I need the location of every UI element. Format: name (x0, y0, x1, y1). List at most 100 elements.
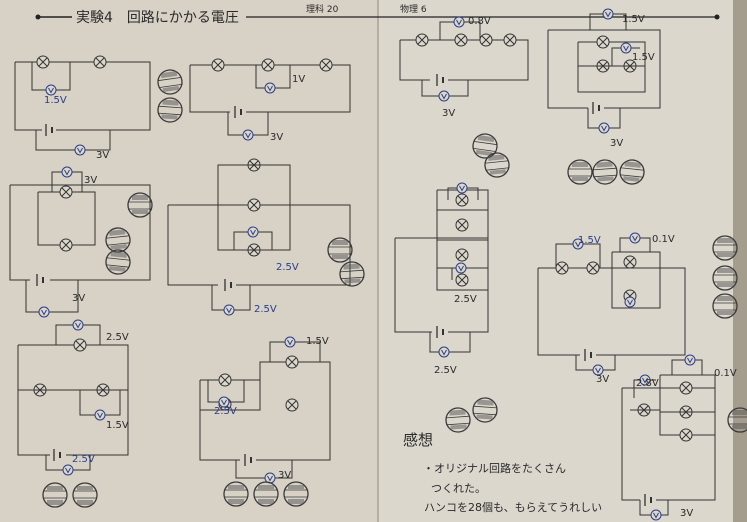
bulb-filament (220, 375, 230, 385)
class-info: 理科 20 (306, 3, 339, 15)
bulb-filament (588, 263, 598, 273)
stamp-mark (477, 399, 494, 406)
wire (189, 65, 230, 113)
voltmeter-icon (624, 296, 636, 308)
inspection-stamp (127, 192, 153, 218)
stamp-ring (72, 482, 98, 508)
stamp-ring (42, 482, 68, 508)
circuit-drawings (9, 8, 716, 521)
voltmeter-icon (572, 238, 584, 250)
voltmeter-v (97, 412, 103, 419)
voltmeter-icon (650, 509, 662, 521)
voltage-label: 3V (96, 150, 109, 161)
stamp-mark (717, 311, 733, 315)
stamp-ring (223, 481, 249, 507)
voltage-label: 1.5V (106, 420, 129, 431)
voltmeter-icon (455, 262, 467, 274)
stamp-mark (110, 244, 127, 250)
voltmeter-icon (438, 90, 450, 102)
stamp-mark (732, 410, 747, 415)
voltage-label: 2.5V (454, 294, 477, 305)
wire (15, 61, 151, 131)
stamp-ring (619, 159, 645, 185)
wire (10, 184, 151, 281)
voltmeter-v (75, 322, 81, 329)
wire (577, 41, 646, 93)
stamp-mark (596, 161, 613, 168)
wire (235, 460, 293, 479)
inspection-stamp (567, 159, 593, 185)
voltmeter-icon (684, 354, 696, 366)
left-page (0, 0, 378, 522)
voltage-label: 1.5V (578, 235, 601, 246)
stamp-ring (567, 159, 593, 185)
stamp-ring (484, 152, 510, 178)
bulb-filament (75, 340, 85, 350)
stamp-divider (106, 242, 131, 246)
stamp-mark (717, 283, 733, 287)
wire (199, 380, 240, 461)
wire (25, 280, 79, 313)
stamp-ring (472, 397, 498, 423)
voltmeter-v (287, 339, 293, 346)
stamp-mark (717, 296, 733, 301)
voltmeter-v (48, 87, 54, 94)
voltage-label: 1.5V (44, 95, 67, 106)
wire (217, 164, 291, 205)
voltmeter-v (458, 265, 464, 272)
bulb-filament (38, 57, 48, 67)
stamp-divider (620, 167, 645, 171)
voltmeter-v (605, 11, 611, 18)
stamp-divider (484, 160, 509, 164)
inspection-stamps (42, 69, 747, 508)
stamp-mark (258, 485, 274, 489)
stamp-mark (450, 424, 467, 430)
stamp-mark (77, 486, 93, 490)
voltmeter-v (456, 19, 462, 26)
wire (35, 130, 111, 151)
voltage-label: 3V (72, 293, 85, 304)
stamp-mark (132, 210, 148, 214)
stamp-mark (717, 238, 733, 243)
voltmeter-icon (453, 16, 465, 28)
voltmeter-icon (620, 42, 632, 54)
voltmeter-icon (598, 122, 610, 134)
voltage-label: 3V (610, 138, 623, 149)
stamp-mark (228, 499, 244, 504)
stamp-mark (717, 253, 733, 257)
bulb-filament (557, 263, 567, 273)
stamp-mark (108, 229, 126, 236)
wire (537, 268, 580, 356)
voltage-label: 1V (292, 74, 305, 85)
voltage-label: 0.1V (714, 368, 737, 379)
inspection-stamp (472, 133, 498, 159)
voltage-labels: 1.5V3V1V3V3V3V2.5V2.5V2.5V1.5V2.5V2.5V1.… (44, 14, 737, 519)
voltmeter-icon (264, 82, 276, 94)
inspection-stamp (445, 407, 471, 433)
stamp-mark (228, 485, 244, 489)
stamp-mark (475, 149, 493, 157)
wire (611, 251, 661, 309)
stamp-ring (105, 249, 131, 275)
bulb-filament (61, 240, 71, 250)
voltmeter-v (632, 235, 638, 242)
stamp-mark (332, 240, 348, 245)
impressions-line-2: つくれた。 (431, 482, 486, 495)
voltage-label: 0.1V (652, 234, 675, 245)
bulb-filament (457, 275, 467, 285)
stamp-ring (445, 407, 471, 433)
wire (548, 29, 661, 109)
inspection-stamp (253, 481, 279, 507)
stamp-ring (253, 481, 279, 507)
stamp-divider (485, 167, 510, 171)
voltage-label: 2.5V (276, 262, 299, 273)
stamp-divider (446, 422, 471, 426)
wire (394, 238, 432, 333)
stamp-mark (132, 195, 148, 200)
voltmeter-icon (62, 464, 74, 476)
stamp-mark (161, 114, 178, 120)
voltmeter-v (250, 229, 256, 236)
inspection-stamp (712, 293, 738, 319)
